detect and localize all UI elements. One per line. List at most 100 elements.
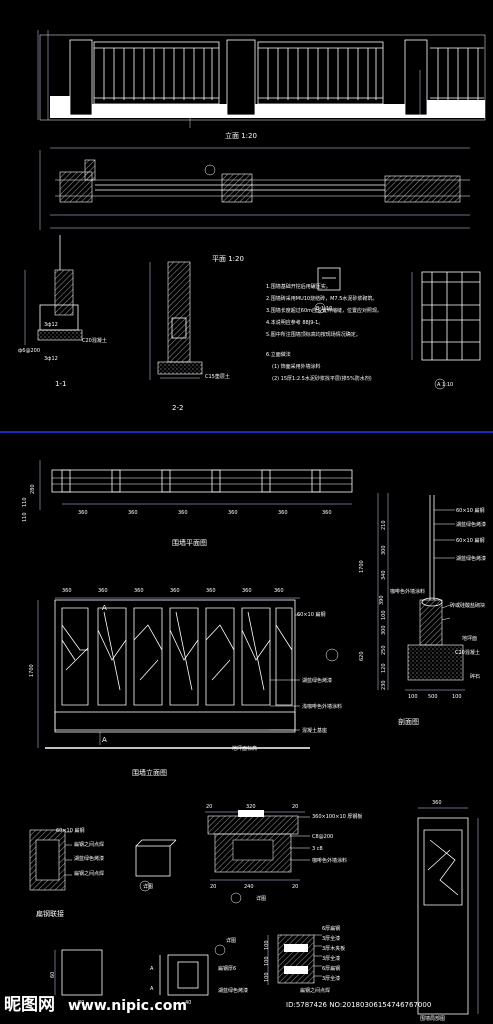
cap-label: 咖啡色外墙涂料	[312, 857, 347, 864]
detail-a-label: A 1:10	[437, 382, 453, 388]
section-view	[377, 493, 465, 691]
section-label: 地坪面	[462, 635, 477, 642]
small-label: 6厚扁钢	[322, 925, 340, 932]
cap-label: C8@200	[312, 834, 333, 840]
elev-dim: 360	[134, 588, 144, 594]
small-dim: 100	[264, 956, 270, 966]
plan-side-dim-0: 280	[30, 484, 36, 494]
plan-dim: 360	[128, 510, 138, 516]
bottom-label: 扁钢厚6	[218, 965, 236, 972]
elev-dim: 360	[242, 588, 252, 594]
cap-dim: 320	[246, 804, 256, 810]
partial-view	[417, 807, 479, 1015]
section-label: 砖或硅酸盐砌块	[450, 602, 485, 609]
section-label: 湖蓝绿色烤漆	[456, 521, 486, 528]
elev-letter-bottom: A	[102, 736, 107, 744]
section-dims: 210 300 340 390 100 300 250 120 230 1700…	[359, 520, 462, 700]
small-label: 3厚全漆	[322, 935, 340, 942]
dim-80: 80	[78, 1000, 84, 1006]
section-dim: 300	[381, 625, 387, 635]
joint-label: 湖蓝绿色烤漆	[74, 855, 104, 862]
cap-detail	[205, 810, 310, 904]
plan-dim: 360	[278, 510, 288, 516]
note-2: 2.围墙砖采用MU10烧结砖，M7.5水泥砂浆砌筑。	[266, 295, 377, 302]
rebar-b: ф6@200	[18, 348, 40, 354]
detail-2-2-label: 2-2	[172, 404, 183, 412]
section-labels: 60×10 扁钢 湖蓝绿色烤漆 60×10 扁钢 湖蓝绿色烤漆 咖啡色外墙涂料 …	[390, 507, 486, 680]
note-5: 5.图中所注围墙顶标高均按现场情况确定。	[266, 331, 361, 338]
cap-dims: 20 320 20 240 20 20	[206, 804, 298, 890]
section-dim: 230	[381, 680, 387, 690]
section-dim: 300	[381, 545, 387, 555]
label-paint: 湖蓝绿色烤漆	[302, 677, 332, 684]
section-dim: 390	[379, 595, 385, 605]
label-coating: 浅咖啡色外墙涂料	[302, 703, 342, 710]
joint-title: 扁钢联接	[36, 909, 64, 918]
rebar-c: 3ф12	[44, 356, 58, 362]
plan-side-dim-2: 110	[22, 512, 28, 522]
small-dim: 100	[264, 972, 270, 982]
cap-label: 360×100×10 厚钢板	[312, 813, 362, 820]
watermark-id: ID:5787426 NO:20180306154746767000	[286, 1001, 431, 1009]
plan-title: 平面 1:20	[212, 255, 244, 263]
small-label: 6厚扁钢	[322, 965, 340, 972]
elev-dims: 360 360 360 360 360 360 360	[62, 588, 284, 594]
wall-plan	[39, 460, 353, 510]
section-label: 湖蓝绿色烤漆	[456, 555, 486, 562]
plan-dims: 360 360 360 360 360 360	[78, 510, 332, 516]
note-8: (2) 15厚1:2.5水泥砂浆找平层(掺5%防水剂)	[272, 375, 372, 382]
bottom-label: 湖蓝绿色烤漆	[218, 987, 248, 994]
small-dim: 100	[264, 940, 270, 950]
section-dim: 120	[381, 663, 387, 673]
cap-dim: 20	[206, 804, 212, 810]
section-label: 咖啡色外墙涂料	[390, 588, 425, 595]
letter-b1: A	[150, 966, 154, 972]
c20-label: C20混凝土	[82, 337, 107, 344]
wall-elevation-title: 围墙立面图	[132, 768, 167, 777]
small-label: 扁钢之间点焊	[300, 987, 330, 994]
wall-elevation	[37, 597, 310, 749]
wall-plan-title: 围墙平面图	[172, 538, 207, 547]
joint-label: 60×10 扁钢	[56, 827, 85, 834]
note-1: 1.围墙基础开挖后用碾压实。	[266, 283, 331, 290]
label-ground: 地坪面标高	[232, 745, 257, 752]
plan-dim: 360	[228, 510, 238, 516]
label-base: 混凝土基座	[302, 727, 327, 734]
section-dim: 210	[381, 520, 387, 530]
top-elevation	[37, 30, 486, 128]
cap-dim: 20	[292, 804, 298, 810]
elev-height: 1700	[29, 664, 35, 677]
elev-dim: 360	[98, 588, 108, 594]
section-width: 100	[452, 694, 462, 700]
cap-dim: 240	[244, 884, 254, 890]
notes: 1.围墙基础开挖后用碾压实。 2.围墙砖采用MU10烧结砖，M7.5水泥砂浆砌筑…	[266, 283, 382, 382]
letter-b2: A	[150, 986, 154, 992]
plan-dim: 360	[178, 510, 188, 516]
elev-dim: 360	[62, 588, 72, 594]
rebar-a: 3ф12	[44, 322, 58, 328]
dim-60: 60	[50, 972, 56, 978]
small-label: 3厚木夹板	[322, 945, 345, 952]
fence-bars-far-right	[430, 47, 484, 100]
cap-label: 3 c8	[312, 846, 323, 852]
small-label: 3厚全漆	[322, 955, 340, 962]
note-7: (1) 饰面采用外墙涂料	[272, 363, 321, 370]
label-flat-steel: 60×10 扁钢	[297, 611, 326, 618]
section-dim: 340	[381, 570, 387, 580]
section-label: C20混凝土	[455, 649, 480, 656]
plan-side-dim-1: 110	[22, 497, 28, 507]
section-dim: 250	[381, 645, 387, 655]
note-6: 6.立面做法	[266, 351, 291, 358]
watermark-logo: 昵图网	[4, 995, 55, 1015]
detail-A	[411, 271, 481, 390]
detail-1-1	[24, 235, 83, 345]
section-marker	[325, 648, 339, 662]
section-width: 500	[428, 694, 438, 700]
section-label: 碎石	[470, 673, 480, 680]
cap-dim: 20	[292, 884, 298, 890]
joint-label: 扁钢之间点焊	[74, 841, 104, 848]
section-dim: 100	[381, 610, 387, 620]
elev-dim: 360	[170, 588, 180, 594]
section-label: 60×10 扁钢	[456, 537, 485, 544]
detail-3	[135, 839, 177, 892]
